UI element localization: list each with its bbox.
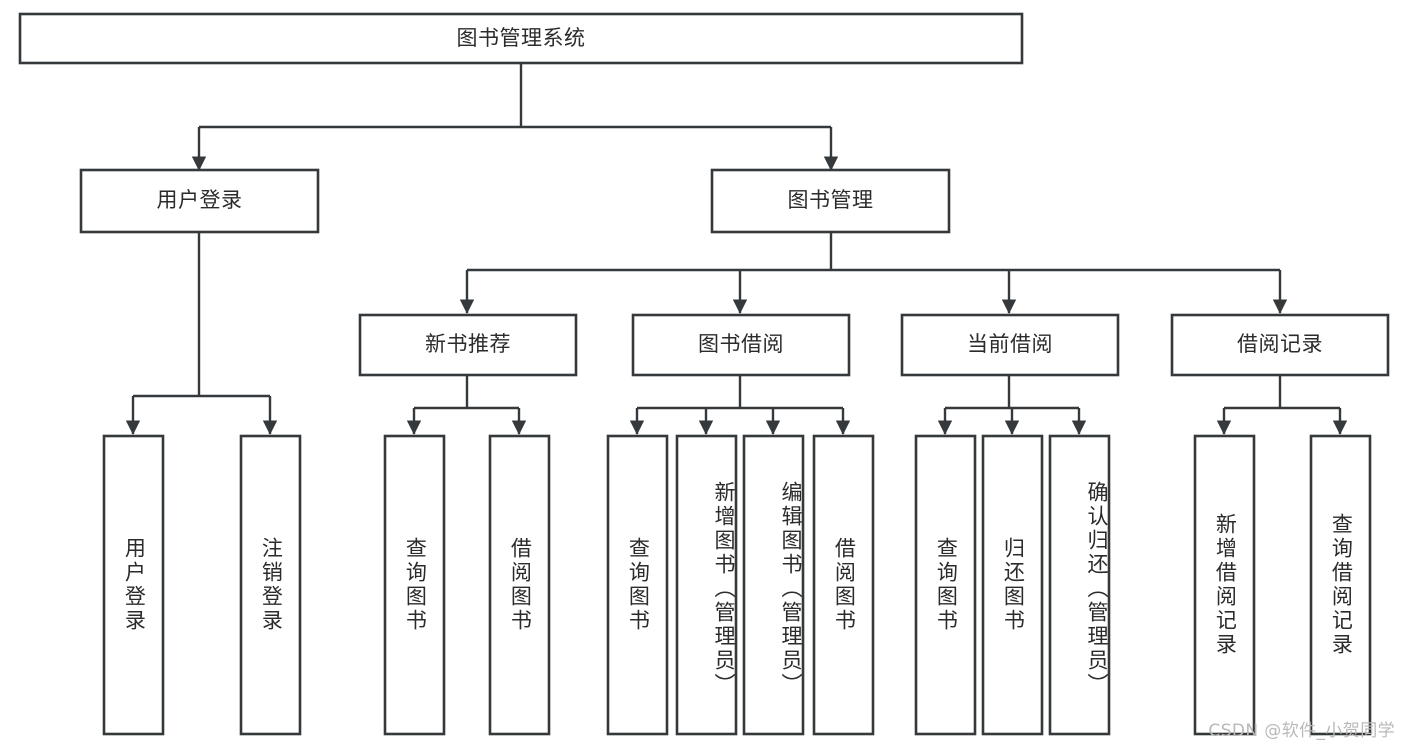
node-box-user-login[interactable] <box>79 168 320 234</box>
node-box-leaf-user-login[interactable] <box>102 434 165 736</box>
connector-layer <box>125 63 1348 435</box>
node-box-leaf-borrow-book-2[interactable] <box>812 434 875 736</box>
node-box-leaf-query-book-3[interactable] <box>914 434 977 736</box>
node-box-leaf-return-book[interactable] <box>981 434 1044 736</box>
node-box-book-borrow[interactable] <box>631 313 851 377</box>
node-box-borrow-record[interactable] <box>1170 313 1390 377</box>
node-box-leaf-add-book[interactable] <box>675 434 738 736</box>
node-box-leaf-query-book-1[interactable] <box>383 434 446 736</box>
node-box-leaf-edit-book[interactable] <box>742 434 805 736</box>
node-box-new-book-recommend[interactable] <box>358 313 578 377</box>
node-box-current-borrow[interactable] <box>900 313 1120 377</box>
node-box-leaf-query-record[interactable] <box>1309 434 1372 736</box>
node-box-leaf-borrow-book-1[interactable] <box>488 434 551 736</box>
node-box-leaf-query-book-2[interactable] <box>606 434 669 736</box>
node-box-book-manage[interactable] <box>710 168 951 234</box>
node-box-leaf-logout-login[interactable] <box>239 434 302 736</box>
node-box-leaf-add-record[interactable] <box>1193 434 1256 736</box>
node-box-leaf-confirm-return[interactable] <box>1048 434 1111 736</box>
node-box-layer <box>18 12 1390 736</box>
node-box-root[interactable] <box>18 12 1024 65</box>
